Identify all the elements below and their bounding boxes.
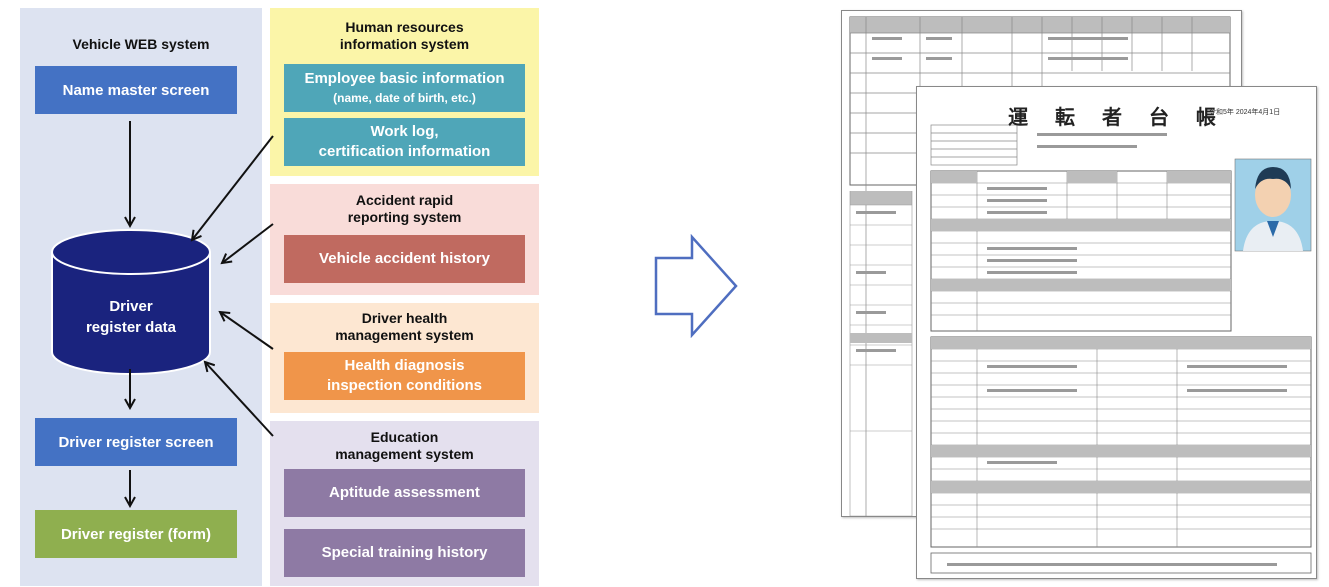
education-management-title-line1: Education (370, 429, 439, 445)
accident-reporting-title: Accident rapid reporting system (270, 192, 539, 226)
employee-basic-info-box: Employee basic information (name, date o… (284, 64, 525, 112)
human-resources-title: Human resources information system (270, 19, 539, 53)
front-sheet-table (930, 124, 1312, 574)
health-diagnosis-line2: inspection conditions (326, 377, 482, 394)
special-training-history-box: Special training history (284, 529, 525, 577)
driver-register-database-icon (51, 229, 211, 375)
driver-health-title: Driver health management system (270, 310, 539, 344)
driver-health-title-line2: management system (335, 327, 474, 343)
driver-register-form-box: Driver register (form) (35, 510, 237, 558)
education-management-group: Education management system Aptitude ass… (270, 421, 539, 586)
special-training-history-label: Special training history (321, 544, 488, 561)
database-label: Driver register data (50, 296, 212, 338)
human-resources-group: Human resources information system Emplo… (270, 8, 539, 176)
vehicle-web-system-title: Vehicle WEB system (72, 36, 210, 52)
aptitude-assessment-box: Aptitude assessment (284, 469, 525, 517)
education-management-title-line2: management system (335, 446, 474, 462)
human-resources-title-line1: Human resources (345, 19, 464, 35)
human-resources-title-line2: information system (339, 36, 470, 52)
work-log-line2: certification information (318, 143, 491, 160)
register-form-front-sheet: 運 転 者 台 帳 令和5年 2024年4月1日 (916, 86, 1317, 579)
register-form-date: 令和5年 2024年4月1日 (1209, 109, 1281, 116)
arrow-education-to-db (205, 362, 274, 437)
name-master-screen-box: Name master screen (35, 66, 237, 114)
health-diagnosis-box: Health diagnosis inspection conditions (284, 352, 525, 400)
vehicle-accident-history-label: Vehicle accident history (319, 250, 490, 267)
work-log-box: Work log, certification information (284, 118, 525, 166)
arrow-health-to-db (220, 312, 274, 350)
database-label-line2: register data (85, 319, 177, 336)
driver-register-screen-box: Driver register screen (35, 418, 237, 466)
big-right-arrow-icon (654, 234, 738, 338)
register-form-title: 運 転 者 台 帳 (1008, 105, 1226, 129)
aptitude-assessment-label: Aptitude assessment (329, 484, 480, 501)
driver-health-title-line1: Driver health (361, 310, 448, 326)
flow-arrows (0, 121, 274, 587)
arrow-accident-to-db (222, 223, 274, 263)
vehicle-accident-history-box: Vehicle accident history (284, 235, 525, 283)
employee-basic-info-line2: (name, date of birth, etc.) (333, 91, 476, 105)
work-log-line1: Work log, (370, 123, 439, 140)
driver-health-group: Driver health management system Health d… (270, 303, 539, 413)
database-label-line1: Driver (109, 298, 153, 315)
accident-reporting-title-line1: Accident rapid (355, 192, 454, 208)
accident-reporting-title-line2: reporting system (347, 209, 462, 225)
health-diagnosis-line1: Health diagnosis (344, 357, 465, 374)
arrow-hr-to-db (192, 135, 274, 240)
education-management-title: Education management system (270, 429, 539, 463)
employee-basic-info-line1: Employee basic information (304, 70, 505, 87)
accident-reporting-group: Accident rapid reporting system Vehicle … (270, 184, 539, 295)
